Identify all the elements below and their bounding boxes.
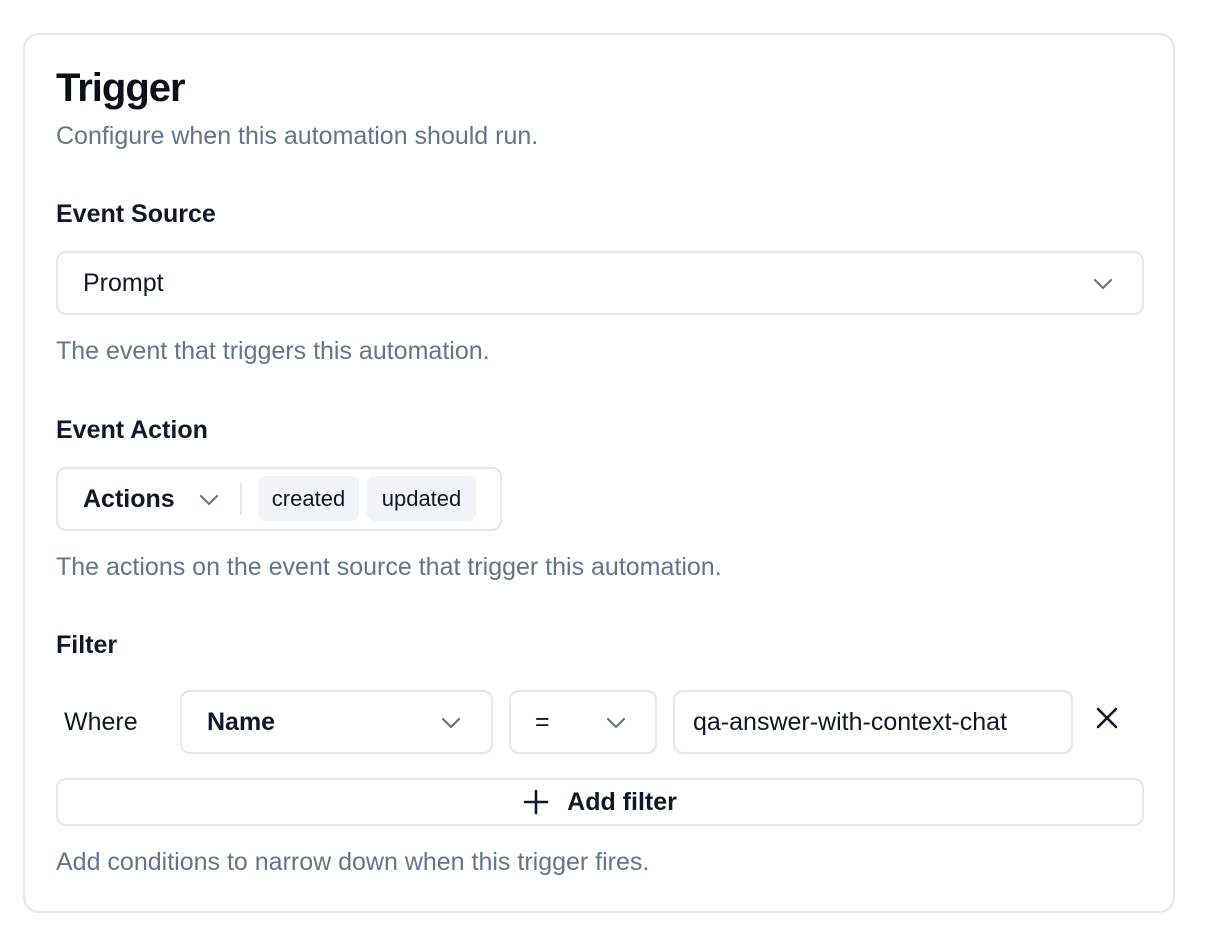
event-action-help: The actions on the event source that tri… <box>56 553 722 581</box>
event-source-value: Prompt <box>83 269 164 297</box>
event-source-select[interactable]: Prompt <box>56 251 1144 315</box>
filter-value-input[interactable]: qa-answer-with-context-chat <box>673 690 1073 754</box>
action-divider <box>240 483 242 515</box>
filter-operator-value: = <box>535 708 550 736</box>
filter-field-value: Name <box>207 708 276 736</box>
page-title: Trigger <box>56 66 186 110</box>
chevron-down-icon <box>440 716 462 730</box>
action-tag-created: created <box>258 476 359 521</box>
add-filter-button[interactable]: Add filter <box>56 778 1144 826</box>
event-source-label: Event Source <box>56 200 216 228</box>
plus-icon <box>523 789 549 815</box>
filter-operator-select[interactable]: = <box>509 690 657 754</box>
filter-field-select[interactable]: Name <box>180 690 493 754</box>
action-tag-updated: updated <box>367 476 476 521</box>
chevron-down-icon <box>605 716 627 730</box>
filter-help: Add conditions to narrow down when this … <box>56 848 650 876</box>
event-action-label: Event Action <box>56 416 208 444</box>
close-icon[interactable] <box>1093 704 1121 732</box>
chevron-down-icon <box>198 493 220 507</box>
filter-where-label: Where <box>64 708 138 736</box>
filter-label: Filter <box>56 631 118 659</box>
page-subtitle: Configure when this automation should ru… <box>56 122 539 150</box>
event-source-help: The event that triggers this automation. <box>56 337 490 365</box>
add-filter-label: Add filter <box>567 787 677 816</box>
event-action-select-label: Actions <box>83 485 175 513</box>
chevron-down-icon <box>1092 277 1114 291</box>
